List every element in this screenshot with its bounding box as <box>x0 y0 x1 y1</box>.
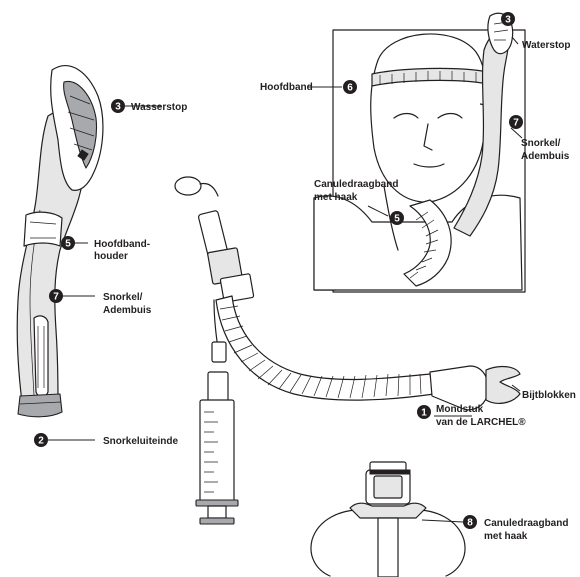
svg-text:1: 1 <box>421 408 427 419</box>
svg-text:6: 6 <box>347 83 353 94</box>
badge-5-left: 5 <box>61 236 75 250</box>
badge-7-left: 7 <box>49 289 63 303</box>
leader-line <box>512 37 518 44</box>
badge-2: 2 <box>34 433 48 447</box>
badge-1: 1 <box>417 405 431 419</box>
svg-text:3: 3 <box>115 102 121 113</box>
label-canule-bottom-line1: Canuledraagband <box>484 518 568 529</box>
label-snorkel-left-line1: Snorkel/ <box>103 292 143 303</box>
label-hoofdband-houder-line1: Hoofdband- <box>94 239 150 250</box>
label-snorkeluiteinde: Snorkeluiteinde <box>103 436 178 447</box>
label-hoofdband: Hoofdband <box>260 82 313 93</box>
svg-text:7: 7 <box>513 118 519 129</box>
label-snorkel-right-line2: Adembuis <box>521 151 570 162</box>
svg-text:8: 8 <box>467 518 473 529</box>
leader-line <box>422 520 463 522</box>
label-snorkel-left-line2: Adembuis <box>103 305 152 316</box>
label-waterstop: Waterstop <box>522 40 571 51</box>
label-canule-top-line2: met haak <box>314 192 358 203</box>
svg-text:3: 3 <box>505 15 511 26</box>
label-canule-bottom-line2: met haak <box>484 531 528 542</box>
label-wasserstop: Wasserstop <box>131 102 187 113</box>
label-snorkel-right-line1: Snorkel/ <box>521 138 561 149</box>
badge-3-left: 3 <box>111 99 125 113</box>
badge-6: 6 <box>343 80 357 94</box>
leader-line <box>511 128 522 138</box>
head-mannequin-illustration <box>314 13 525 292</box>
svg-text:7: 7 <box>53 292 59 303</box>
badge-7-right: 7 <box>509 115 523 129</box>
svg-text:5: 5 <box>394 214 400 225</box>
left-snorkel-illustration <box>17 66 103 417</box>
label-canule-top-line1: Canuledraagband <box>314 179 398 190</box>
badge-8: 8 <box>463 515 477 529</box>
canula-strap-illustration <box>311 462 465 577</box>
label-hoofdband-houder-line2: houder <box>94 251 128 262</box>
badge-3-right: 3 <box>501 12 515 26</box>
label-bijtblokken: Bijtblokken <box>522 390 576 401</box>
badge-5-right: 5 <box>390 211 404 225</box>
label-mondstuk-line2: van de LARCHEL® <box>436 417 526 428</box>
svg-text:5: 5 <box>65 239 71 250</box>
svg-text:2: 2 <box>38 436 44 447</box>
leader-line <box>368 206 388 216</box>
label-mondstuk-line1: Mondstuk <box>436 404 484 415</box>
